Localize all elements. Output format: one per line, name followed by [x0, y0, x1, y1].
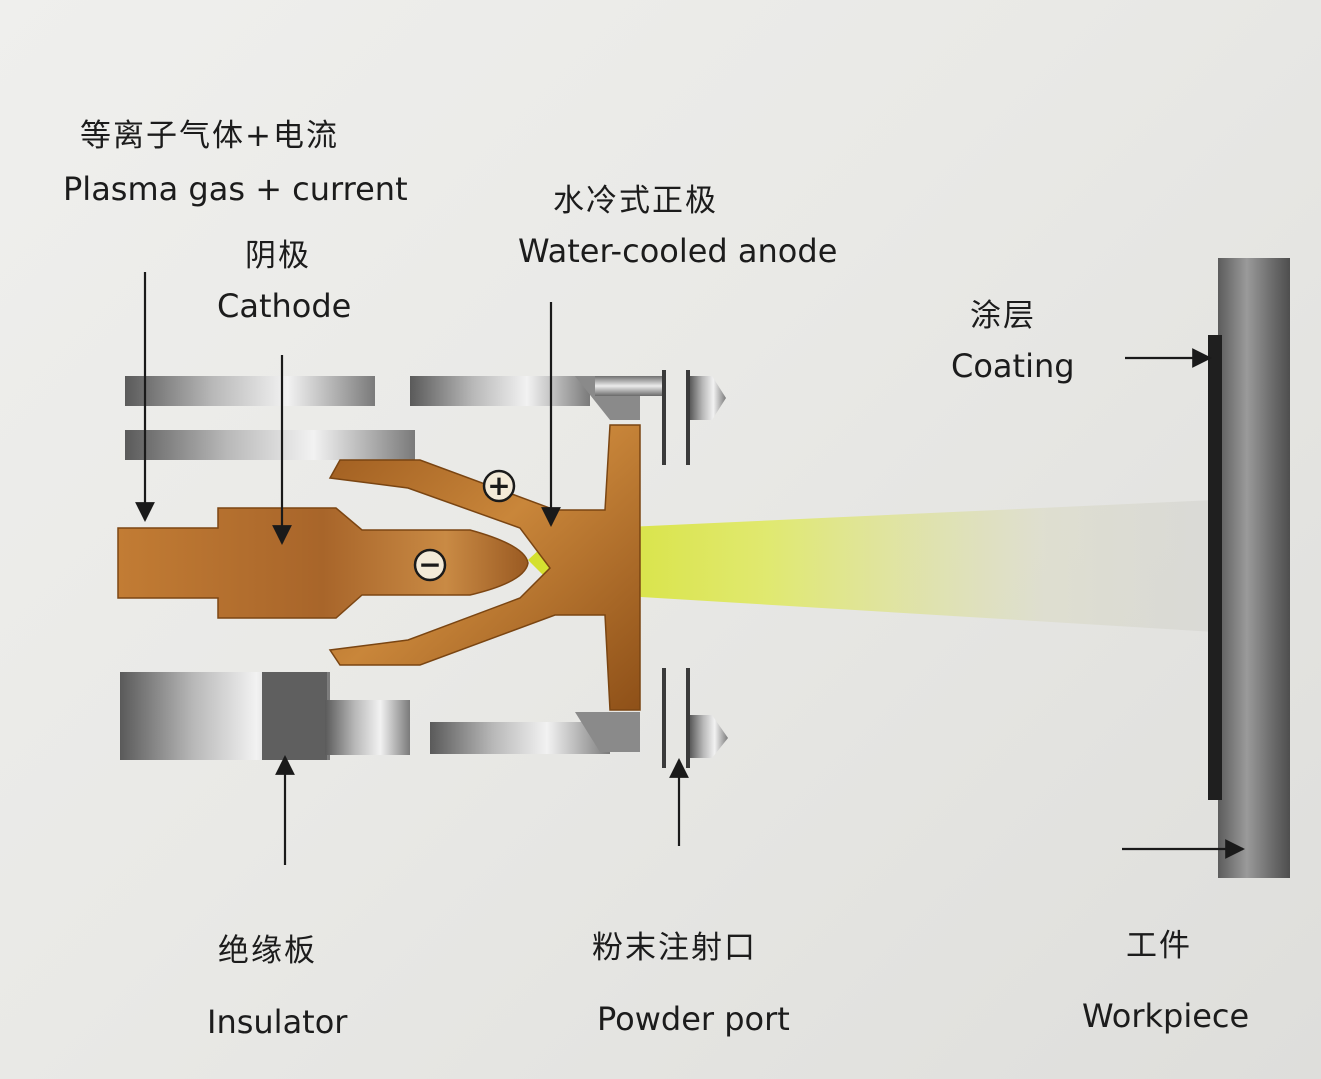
- powder-port-label-en: Powder port: [597, 1000, 790, 1038]
- coating-label-en: Coating: [951, 347, 1075, 385]
- cathode-label-en: Cathode: [217, 287, 352, 325]
- workpiece-label-zh: 工件: [1126, 928, 1192, 964]
- workpiece-label-en: Workpiece: [1082, 997, 1250, 1035]
- coating-layer: [1208, 335, 1222, 800]
- cathode-label-zh: 阴极: [245, 238, 311, 274]
- minus-sign: −: [418, 548, 441, 581]
- plasma-gas-label-zh: 等离子气体+电流: [80, 118, 339, 154]
- plus-symbol: +: [482, 469, 516, 503]
- minus-symbol: −: [413, 548, 447, 582]
- cathode-body: [117, 507, 529, 619]
- insulator-label-zh: 绝缘板: [218, 933, 317, 969]
- lower-housing: [120, 668, 728, 768]
- anode-label-en: Water-cooled anode: [518, 232, 838, 270]
- anode-body: [328, 424, 641, 711]
- plasma-plume: [528, 500, 1215, 632]
- workpiece-plate: [1218, 258, 1290, 878]
- powder-port-label-zh: 粉末注射口: [592, 930, 757, 966]
- plasma-gas-label-en: Plasma gas + current: [63, 170, 408, 208]
- upper-housing: [125, 370, 726, 465]
- plus-sign: +: [487, 469, 510, 502]
- insulator-label-en: Insulator: [207, 1003, 348, 1041]
- anode-label-zh: 水冷式正极: [553, 183, 718, 219]
- coating-label-zh: 涂层: [970, 298, 1036, 334]
